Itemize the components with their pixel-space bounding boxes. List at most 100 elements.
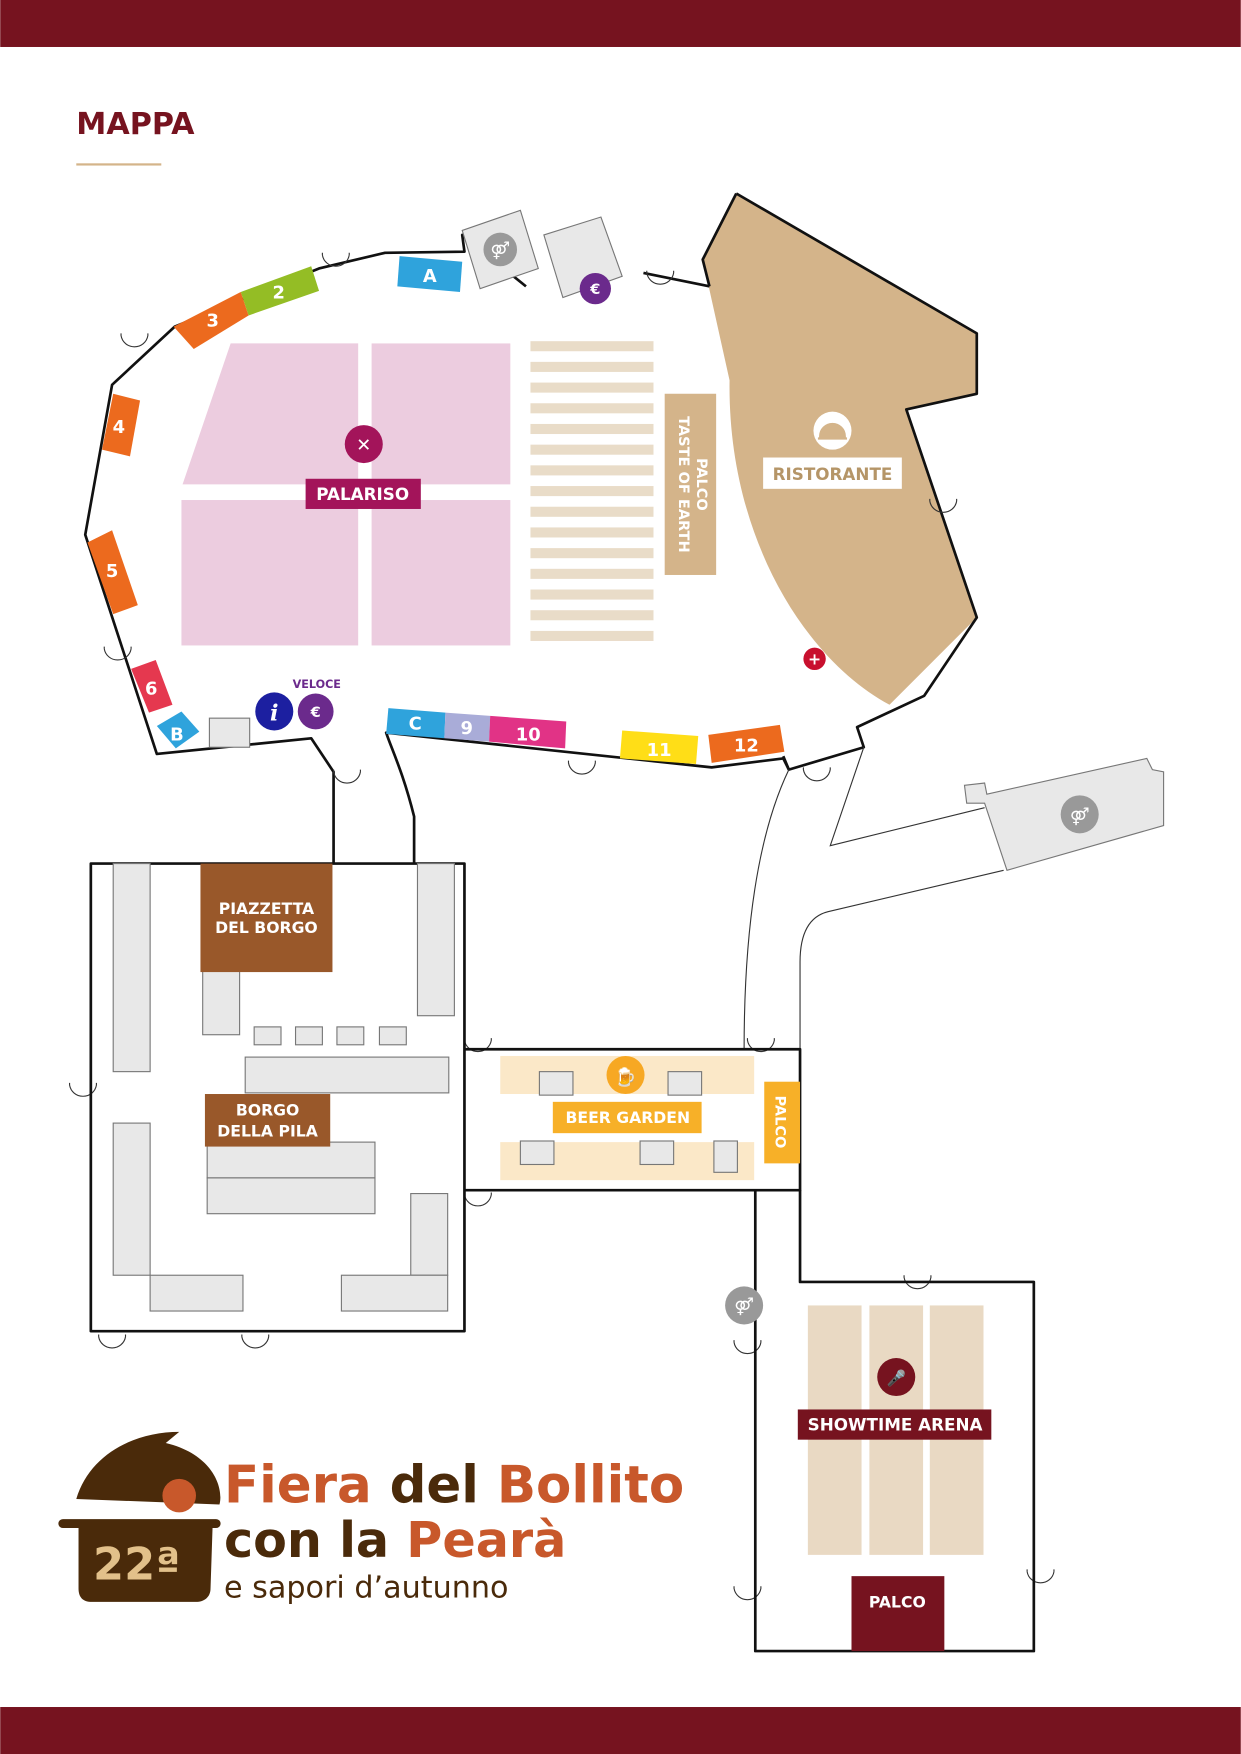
door-icon <box>333 769 361 784</box>
stall-12[interactable]: 12 <box>708 724 785 763</box>
palco-taste-of-earth[interactable] <box>664 393 717 575</box>
door-icon <box>903 1275 932 1290</box>
door-icon <box>120 333 149 348</box>
svg-text:€: € <box>589 282 600 298</box>
microphone-icon <box>877 1358 916 1397</box>
door-icon <box>321 252 350 267</box>
stall-4[interactable]: 4 <box>102 393 141 457</box>
seating-row <box>530 403 654 414</box>
showtime-building <box>753 1190 1036 1653</box>
page-title: MAPPA <box>76 107 195 142</box>
palariso-label-bg <box>305 478 421 509</box>
svg-text:Fiera del Bollito: Fiera del Bollito <box>224 1455 684 1515</box>
ristorante-label: RISTORANTE <box>773 464 893 484</box>
first-aid-icon <box>803 647 826 671</box>
food-icon <box>344 425 383 464</box>
restroom-icon-east <box>1060 795 1099 834</box>
borgo-label-1: BORGO <box>236 1100 299 1119</box>
svg-text:i: i <box>270 700 279 726</box>
piazzetta-del-borgo[interactable] <box>200 863 333 973</box>
borgo-della-pila[interactable] <box>204 1094 331 1147</box>
beer-garden-label: BEER GARDEN <box>565 1108 690 1127</box>
svg-text:11: 11 <box>647 740 672 761</box>
seating-row <box>530 465 654 476</box>
svg-text:+: + <box>808 649 821 668</box>
beer-icon <box>606 1055 645 1095</box>
seating-row <box>530 506 654 517</box>
palco-taste-label-2: TASTE OF EARTH <box>675 416 691 553</box>
palco-showtime-label: PALCO <box>869 1592 926 1611</box>
door-icon <box>646 270 675 285</box>
seating-row <box>530 568 654 579</box>
stall-11[interactable]: 11 <box>619 730 699 765</box>
svg-text:⚤: ⚤ <box>734 1296 754 1316</box>
svg-text:con la Pearà: con la Pearà <box>224 1511 566 1569</box>
seating-row <box>530 444 654 455</box>
info-icon[interactable] <box>255 692 294 731</box>
door-icon <box>463 1192 492 1207</box>
seating-row <box>530 610 654 621</box>
svg-text:A: A <box>423 266 437 287</box>
stall-B[interactable]: B <box>156 711 200 749</box>
ristorante-area[interactable] <box>702 193 977 705</box>
seating-row <box>530 341 654 352</box>
svg-text:4: 4 <box>113 417 125 438</box>
svg-text:⚤: ⚤ <box>1070 806 1090 826</box>
door-icon <box>567 760 596 775</box>
palco-beer-label: PALCO <box>771 1096 787 1149</box>
restroom-icon <box>483 232 518 267</box>
svg-text:B: B <box>170 725 184 746</box>
restroom-icon-south <box>725 1286 764 1325</box>
festival-logo: 22ª Fiera del Bollito con la Pearà e sap… <box>58 1431 684 1605</box>
title-underline <box>76 163 162 166</box>
svg-text:5: 5 <box>106 561 118 582</box>
seating-row <box>530 361 654 372</box>
top-bar <box>0 0 1241 47</box>
door-icon <box>98 1334 127 1349</box>
showtime-label: SHOWTIME ARENA <box>808 1415 983 1435</box>
palariso-label: PALARISO <box>316 484 409 504</box>
stall-9[interactable]: 9 <box>444 712 491 742</box>
seating-row <box>530 589 654 600</box>
seating-row <box>530 527 654 538</box>
stall-A[interactable]: A <box>397 256 463 292</box>
borgo-label-2: DELLA PILA <box>217 1122 318 1141</box>
door-icon <box>241 1334 270 1349</box>
palco-taste-label-1: PALCO <box>693 458 709 511</box>
bottom-bar <box>0 1707 1241 1754</box>
seating-row <box>530 486 654 497</box>
piazzetta-label-1: PIAZZETTA <box>219 899 315 918</box>
piazzetta-label-2: DEL BORGO <box>215 918 318 937</box>
seating-row <box>530 548 654 559</box>
svg-text:🎤: 🎤 <box>886 1369 906 1388</box>
svg-text:12: 12 <box>734 736 759 757</box>
door-icon <box>733 1340 762 1355</box>
seating-row <box>530 423 654 435</box>
euro-icon-veloce[interactable] <box>297 693 334 730</box>
door-icon <box>733 1586 762 1601</box>
door-icon <box>802 767 831 782</box>
svg-text:2: 2 <box>273 283 285 304</box>
svg-text:22ª: 22ª <box>93 1537 180 1590</box>
euro-icon <box>579 272 611 305</box>
palco-showtime[interactable] <box>851 1576 945 1652</box>
svg-text:✕: ✕ <box>356 435 371 456</box>
stall-3[interactable]: 3 <box>173 291 249 350</box>
palariso-area[interactable] <box>181 343 511 646</box>
door-icon <box>103 646 132 661</box>
stall-C[interactable]: C <box>386 708 446 739</box>
stall-5[interactable]: 5 <box>87 530 138 615</box>
seating-row <box>530 382 654 393</box>
svg-text:⚤: ⚤ <box>490 240 510 260</box>
svg-text:e sapori d’autunno: e sapori d’autunno <box>224 1570 509 1605</box>
stall-2[interactable]: 2 <box>240 266 320 316</box>
stall-10[interactable]: 10 <box>489 715 567 749</box>
palco-beer-garden[interactable] <box>764 1081 801 1164</box>
svg-text:9: 9 <box>460 718 472 739</box>
seating-row <box>530 630 654 641</box>
stall-6[interactable]: 6 <box>131 659 173 713</box>
svg-text:6: 6 <box>145 679 157 700</box>
seating-rows <box>530 341 654 641</box>
veloce-label: VELOCE <box>293 678 341 691</box>
